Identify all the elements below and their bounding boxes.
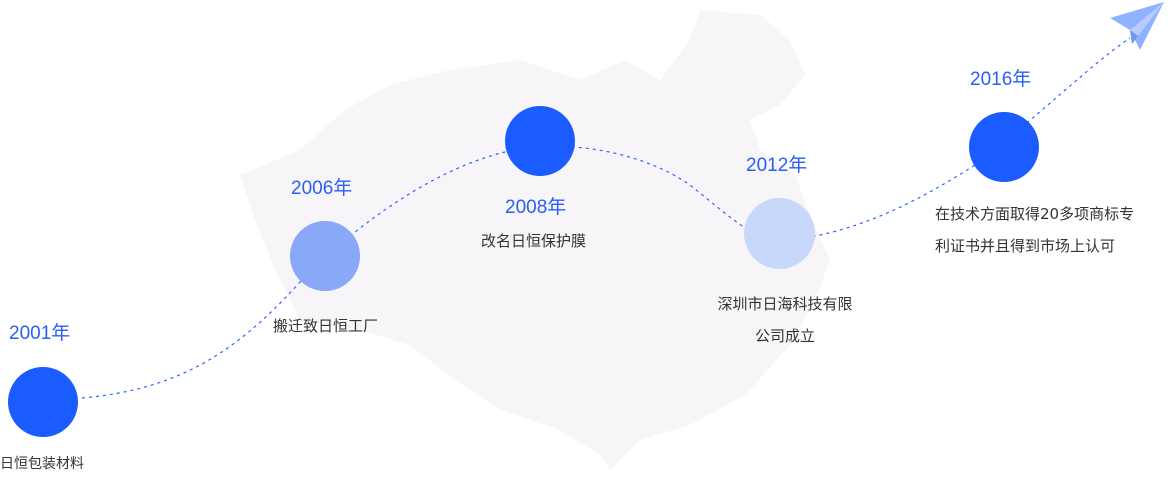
milestone-desc-line: 利证书并且得到市场上认可	[935, 237, 1116, 255]
paper-plane-icon	[1110, 2, 1164, 50]
milestone-desc-line: 搬迁致日恒工厂	[273, 317, 379, 335]
milestone-year-2012: 2012年	[746, 155, 808, 176]
milestone-desc-line: 深圳市日海科技有限	[717, 295, 853, 313]
milestone-node-2006[interactable]	[290, 221, 360, 291]
milestone-desc-line: 在技术方面取得20多项商标专	[935, 205, 1135, 223]
milestone-node-2016[interactable]	[969, 112, 1039, 182]
milestone-desc-2012: 深圳市日海科技有限 公司成立	[705, 288, 865, 352]
milestone-year-2006: 2006年	[291, 178, 353, 199]
milestone-desc-line: 公司成立	[754, 327, 815, 345]
milestone-desc-2016: 在技术方面取得20多项商标专 利证书并且得到市场上认可	[935, 198, 1134, 262]
milestone-year-2016: 2016年	[970, 69, 1032, 90]
milestone-node-2001[interactable]	[8, 367, 78, 437]
milestone-desc-line: 日恒包装材料	[0, 456, 84, 472]
china-map-background	[240, 10, 830, 470]
milestone-node-2012[interactable]	[744, 198, 815, 269]
milestone-node-2008[interactable]	[505, 106, 575, 176]
milestone-year-2008: 2008年	[505, 197, 567, 218]
milestone-desc-2006: 搬迁致日恒工厂	[273, 310, 378, 342]
milestone-desc-line: 改名日恒保护膜	[481, 232, 587, 250]
milestone-year-2001: 2001年	[9, 323, 71, 344]
milestone-desc-2008: 改名日恒保护膜	[481, 225, 586, 257]
timeline-dashed-path	[81, 37, 1131, 399]
milestone-desc-2001: 日恒包装材料	[0, 448, 84, 480]
